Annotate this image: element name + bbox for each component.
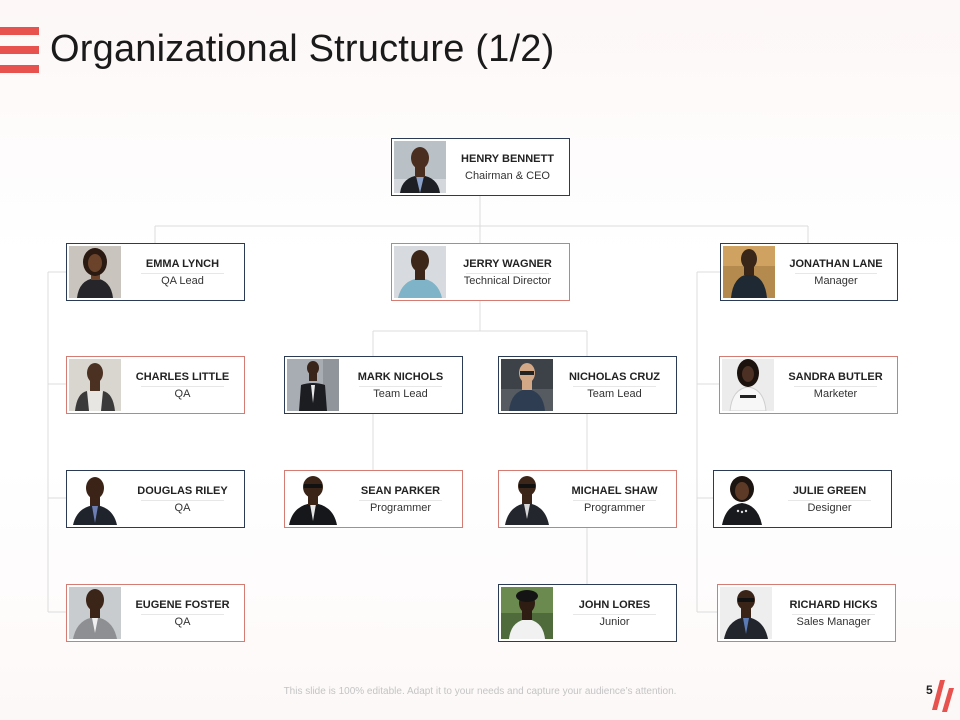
person-info: MARK NICHOLS Team Lead bbox=[341, 357, 460, 413]
person-role: Junior bbox=[599, 616, 630, 628]
person-role: Programmer bbox=[369, 502, 432, 514]
person-role: Designer bbox=[807, 502, 852, 514]
org-card-henry-bennett[interactable]: HENRY BENNETT Chairman & CEO bbox=[391, 138, 570, 196]
douglas-riley-photo bbox=[69, 473, 121, 525]
person-info: JULIE GREEN Designer bbox=[770, 471, 889, 527]
name-divider bbox=[466, 273, 549, 274]
org-card-john-lores[interactable]: JOHN LORES Junior bbox=[498, 584, 677, 642]
person-info: JONATHAN LANE Manager bbox=[777, 244, 895, 300]
name-divider bbox=[141, 273, 224, 274]
person-name: JONATHAN LANE bbox=[789, 258, 883, 270]
person-role: Sales Manager bbox=[796, 616, 871, 628]
name-divider bbox=[141, 386, 224, 387]
julie-green-photo bbox=[716, 473, 768, 525]
person-role: QA bbox=[174, 388, 191, 400]
person-role: Team Lead bbox=[373, 388, 428, 400]
person-info: SEAN PARKER Programmer bbox=[341, 471, 460, 527]
person-role: QA Lead bbox=[161, 275, 204, 287]
org-card-michael-shaw[interactable]: MICHAEL SHAW Programmer bbox=[498, 470, 677, 528]
name-divider bbox=[788, 500, 871, 501]
org-card-jerry-wagner[interactable]: JERRY WAGNER Technical Director bbox=[391, 243, 570, 301]
person-info: JERRY WAGNER Technical Director bbox=[448, 244, 567, 300]
emma-lynch-photo bbox=[69, 246, 121, 298]
person-name: DOUGLAS RILEY bbox=[137, 485, 228, 497]
person-name: NICHOLAS CRUZ bbox=[568, 371, 661, 383]
name-divider bbox=[795, 273, 877, 274]
person-info: SANDRA BUTLER Marketer bbox=[776, 357, 895, 413]
michael-shaw-photo bbox=[501, 473, 553, 525]
nicholas-cruz-photo bbox=[501, 359, 553, 411]
name-divider bbox=[359, 386, 442, 387]
org-card-richard-hicks[interactable]: RICHARD HICKS Sales Manager bbox=[717, 584, 896, 642]
person-info: DOUGLAS RILEY QA bbox=[123, 471, 242, 527]
slide-title: Organizational Structure (1/2) bbox=[50, 28, 555, 70]
jonathan-lane-photo bbox=[723, 246, 775, 298]
person-name: SANDRA BUTLER bbox=[788, 371, 883, 383]
org-card-mark-nichols[interactable]: MARK NICHOLS Team Lead bbox=[284, 356, 463, 414]
brand-slash-icon bbox=[932, 680, 954, 712]
org-card-sandra-butler[interactable]: SANDRA BUTLER Marketer bbox=[719, 356, 898, 414]
name-divider bbox=[794, 386, 877, 387]
person-info: HENRY BENNETT Chairman & CEO bbox=[448, 139, 567, 195]
org-card-charles-little[interactable]: CHARLES LITTLE QA bbox=[66, 356, 245, 414]
person-name: CHARLES LITTLE bbox=[135, 371, 230, 383]
person-name: JULIE GREEN bbox=[792, 485, 867, 497]
sean-parker-photo bbox=[287, 473, 339, 525]
name-divider bbox=[573, 614, 656, 615]
name-divider bbox=[359, 500, 442, 501]
org-card-eugene-foster[interactable]: EUGENE FOSTER QA bbox=[66, 584, 245, 642]
person-name: HENRY BENNETT bbox=[461, 153, 554, 165]
charles-little-photo bbox=[69, 359, 121, 411]
org-card-jonathan-lane[interactable]: JONATHAN LANE Manager bbox=[720, 243, 898, 301]
person-role: QA bbox=[174, 616, 191, 628]
person-info: JOHN LORES Junior bbox=[555, 585, 674, 641]
person-name: RICHARD HICKS bbox=[789, 599, 878, 611]
eugene-foster-photo bbox=[69, 587, 121, 639]
page-number: 5 bbox=[926, 683, 933, 697]
org-card-nicholas-cruz[interactable]: NICHOLAS CRUZ Team Lead bbox=[498, 356, 677, 414]
person-name: MARK NICHOLS bbox=[357, 371, 444, 383]
person-info: MICHAEL SHAW Programmer bbox=[555, 471, 674, 527]
person-role: Team Lead bbox=[587, 388, 642, 400]
sandra-butler-photo bbox=[722, 359, 774, 411]
person-role: Chairman & CEO bbox=[465, 170, 550, 182]
name-divider bbox=[141, 614, 224, 615]
person-role: Manager bbox=[814, 275, 858, 287]
person-role: QA bbox=[174, 502, 191, 514]
person-info: EUGENE FOSTER QA bbox=[123, 585, 242, 641]
person-name: EMMA LYNCH bbox=[145, 258, 220, 270]
person-name: JOHN LORES bbox=[578, 599, 651, 611]
person-role: Programmer bbox=[583, 502, 646, 514]
org-card-douglas-riley[interactable]: DOUGLAS RILEY QA bbox=[66, 470, 245, 528]
person-role: Technical Director bbox=[463, 275, 552, 287]
person-name: JERRY WAGNER bbox=[463, 258, 552, 270]
person-info: CHARLES LITTLE QA bbox=[123, 357, 242, 413]
mark-nichols-photo bbox=[287, 359, 339, 411]
name-divider bbox=[573, 386, 656, 387]
person-info: RICHARD HICKS Sales Manager bbox=[774, 585, 893, 641]
name-divider bbox=[141, 500, 224, 501]
person-name: EUGENE FOSTER bbox=[135, 599, 230, 611]
henry-bennett-photo bbox=[394, 141, 446, 193]
john-lores-photo bbox=[501, 587, 553, 639]
name-divider bbox=[573, 500, 656, 501]
org-card-sean-parker[interactable]: SEAN PARKER Programmer bbox=[284, 470, 463, 528]
org-card-julie-green[interactable]: JULIE GREEN Designer bbox=[713, 470, 892, 528]
org-card-emma-lynch[interactable]: EMMA LYNCH QA Lead bbox=[66, 243, 245, 301]
footer-note: This slide is 100% editable. Adapt it to… bbox=[283, 686, 677, 697]
person-info: EMMA LYNCH QA Lead bbox=[123, 244, 242, 300]
person-name: SEAN PARKER bbox=[360, 485, 441, 497]
person-role: Marketer bbox=[813, 388, 858, 400]
menu-bars-icon bbox=[0, 27, 39, 73]
name-divider bbox=[792, 614, 875, 615]
richard-hicks-photo bbox=[720, 587, 772, 639]
jerry-wagner-photo bbox=[394, 246, 446, 298]
person-name: MICHAEL SHAW bbox=[571, 485, 658, 497]
person-info: NICHOLAS CRUZ Team Lead bbox=[555, 357, 674, 413]
